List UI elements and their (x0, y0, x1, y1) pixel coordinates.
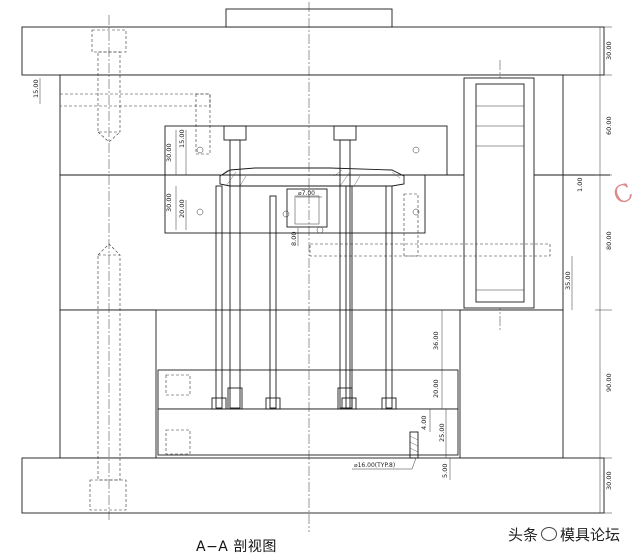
ejector-pin-heads (211, 387, 397, 410)
dim-right-cavity: 60.00 (605, 116, 613, 135)
dim-right-core: 80.00 (605, 231, 613, 250)
section-view-title: A−A 剖视图 (196, 539, 277, 555)
watermark: 头条 模具论坛 (508, 524, 620, 545)
ejector-plate (157, 408, 459, 456)
cooling-channel-cavity (59, 93, 211, 155)
core-insert (164, 174, 426, 234)
ejector-retainer-plate (157, 369, 459, 410)
dim-left-lower-b: 20.00 (178, 199, 186, 218)
dim-right-parting-gap: 1.00 (576, 178, 584, 192)
dim-right-spacer: 90.00 (605, 373, 613, 392)
dim-boss-depth: 8.00 (290, 232, 298, 246)
guide-pin (475, 83, 525, 303)
watermark-name: 模具论坛 (560, 526, 621, 544)
right-dimension-chain (595, 26, 612, 514)
bottom-clamp-screw (89, 243, 127, 511)
top-clamp-screw (91, 29, 127, 143)
ejector-pins (215, 125, 393, 409)
cooling-channel-core (309, 193, 551, 257)
product-boss-inner (294, 195, 320, 225)
dim-left-upper-a: 15.00 (178, 129, 186, 148)
stop-pin (409, 431, 419, 459)
dim-left-lower-a: 30.00 (165, 193, 173, 212)
dim-ejector-stroke: 36.00 (432, 331, 440, 350)
watermark-logo-icon (541, 527, 558, 541)
ejector-plate-screw-left (165, 374, 191, 455)
dim-right-bottom-clamp: 30.00 (605, 471, 613, 490)
hole-markers (196, 146, 420, 234)
bottom-clamp-plate (21, 457, 605, 514)
left-dimension-lines (39, 78, 187, 230)
watermark-prefix: 头条 (508, 526, 539, 544)
section-hatching (219, 169, 401, 187)
gate-diameter-note: ⌀7.00 (298, 190, 315, 197)
inner-dimension-lines (297, 228, 573, 480)
dim-retainer-thickness: 20.00 (432, 379, 440, 398)
top-clamp-plate (21, 26, 605, 76)
dim-left-cooling-offset: 15.00 (32, 79, 40, 98)
ejector-note-arrow (411, 457, 417, 470)
guide-bushing (463, 77, 535, 309)
dim-ejector-plate-thickness: 25.00 (438, 423, 446, 442)
dim-left-upper-b: 30.00 (165, 143, 173, 162)
left-spacer-block (59, 309, 157, 459)
dim-bottom-offset: 5.00 (441, 464, 449, 478)
dim-core-cooling: 35.00 (564, 271, 572, 290)
product-boss (286, 188, 328, 228)
ejector-pin-note: ⌀16.00(TYP.8) (354, 462, 395, 469)
dim-stop-pin-height: 4.00 (420, 416, 428, 430)
right-spacer-block (459, 309, 564, 459)
dim-right-top-clamp: 30.00 (605, 41, 613, 60)
